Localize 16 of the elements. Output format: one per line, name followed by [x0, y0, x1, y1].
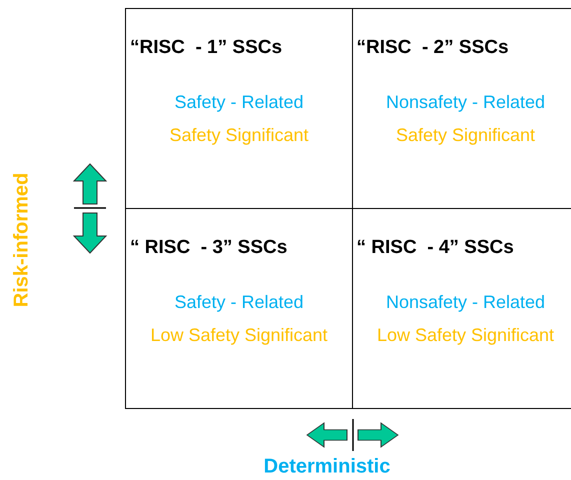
axis-label: Risk-informed: [10, 172, 34, 308]
classification-text: Nonsafety - Related: [384, 92, 546, 113]
significance-text: Low Safety Significant: [376, 324, 556, 346]
quadrant-heading: “RISC - 2” SSCs: [356, 37, 509, 59]
quadrant-heading: “ RISC - 4” SSCs: [356, 236, 514, 258]
quadrant-heading: “RISC - 1” SSCs: [130, 37, 282, 59]
classification-text: Nonsafety - Related: [384, 292, 546, 312]
quadrant-heading: “ RISC - 3” SSCs: [130, 236, 288, 258]
classification-text: Safety - Related: [173, 292, 305, 312]
significance-text: Safety Significant: [168, 125, 310, 146]
significance-text: Low Safety Significant: [149, 324, 329, 346]
quadrant-box: [125, 8, 353, 209]
quadrant-box: [125, 208, 353, 408]
axis-label: Deterministic: [264, 456, 390, 478]
significance-text: Safety Significant: [394, 125, 536, 146]
classification-text: Safety - Related: [173, 92, 305, 113]
